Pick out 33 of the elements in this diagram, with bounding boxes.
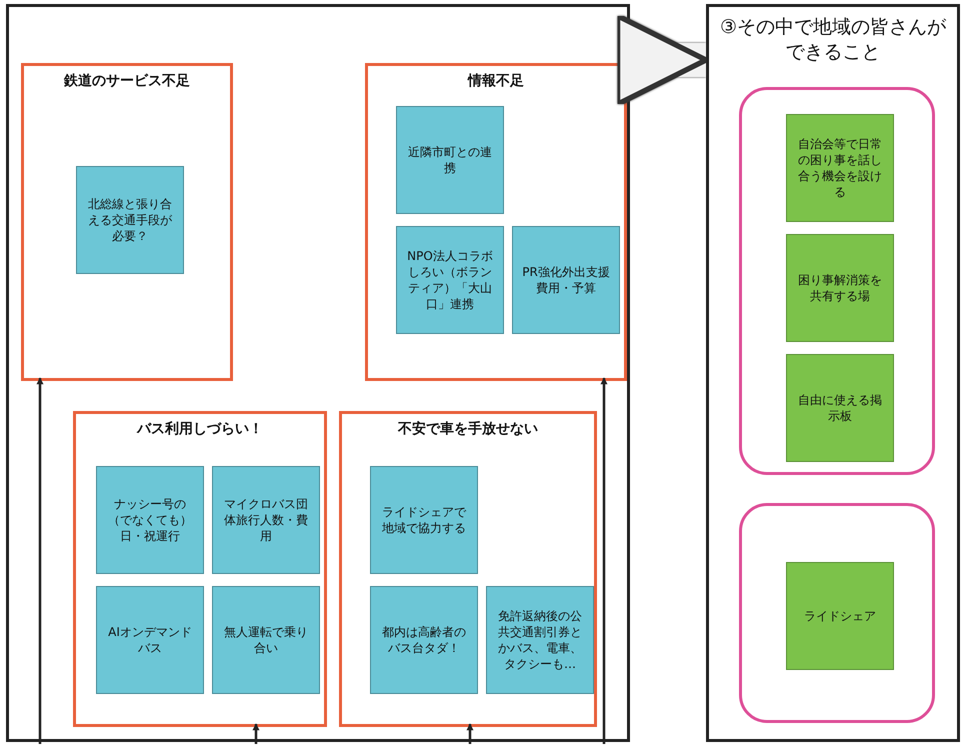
note-card: 都内は高齢者のバス台タダ！ (370, 586, 478, 694)
heading: 鉄道のサービス不足 (62, 72, 191, 90)
arrow (36, 377, 44, 744)
heading: 情報不足 (466, 72, 525, 90)
panel (706, 4, 960, 742)
note-card: ライドシェアで地域で協力する (370, 466, 478, 574)
group-box (739, 503, 935, 723)
note-card: 無人運転で乗り合い (212, 586, 320, 694)
note-card: マイクロバス団体旅行人数・費用 (212, 466, 320, 574)
arrow (600, 377, 608, 744)
arrow (252, 723, 260, 744)
note-card: 近隣市町との連携 (396, 106, 504, 214)
note-card: AIオンデマンドバス (96, 586, 204, 694)
arrow (466, 723, 474, 744)
action-card: 自治会等で日常の困り事を話し合う機会を設ける (786, 114, 894, 222)
note-card: NPO法人コラボしろい（ボランティア）「大山口」連携 (396, 226, 504, 334)
note-card: PR強化外出支援費用・予算 (512, 226, 620, 334)
heading: 不安で車を手放せない (396, 420, 539, 438)
heading: ③その中で地域の皆さんができること (719, 15, 947, 64)
category-box (365, 63, 627, 381)
note-card: ナッシー号の（でなくても）日・祝運行 (96, 466, 204, 574)
action-card: 自由に使える掲示板 (786, 354, 894, 462)
group-box (739, 87, 935, 475)
note-card: 免許返納後の公共交通割引券とかバス、電車、タクシーも… (486, 586, 594, 694)
category-box (73, 411, 327, 727)
heading: バス利用しづらい！ (136, 420, 264, 438)
panel (6, 4, 630, 742)
category-box (339, 411, 597, 727)
block-arrow (614, 13, 709, 107)
action-card: 困り事解消策を共有する場 (786, 234, 894, 342)
category-box (21, 63, 233, 381)
action-card: ライドシェア (786, 562, 894, 670)
note-card: 北総線と張り合える交通手段が必要？ (76, 166, 184, 274)
